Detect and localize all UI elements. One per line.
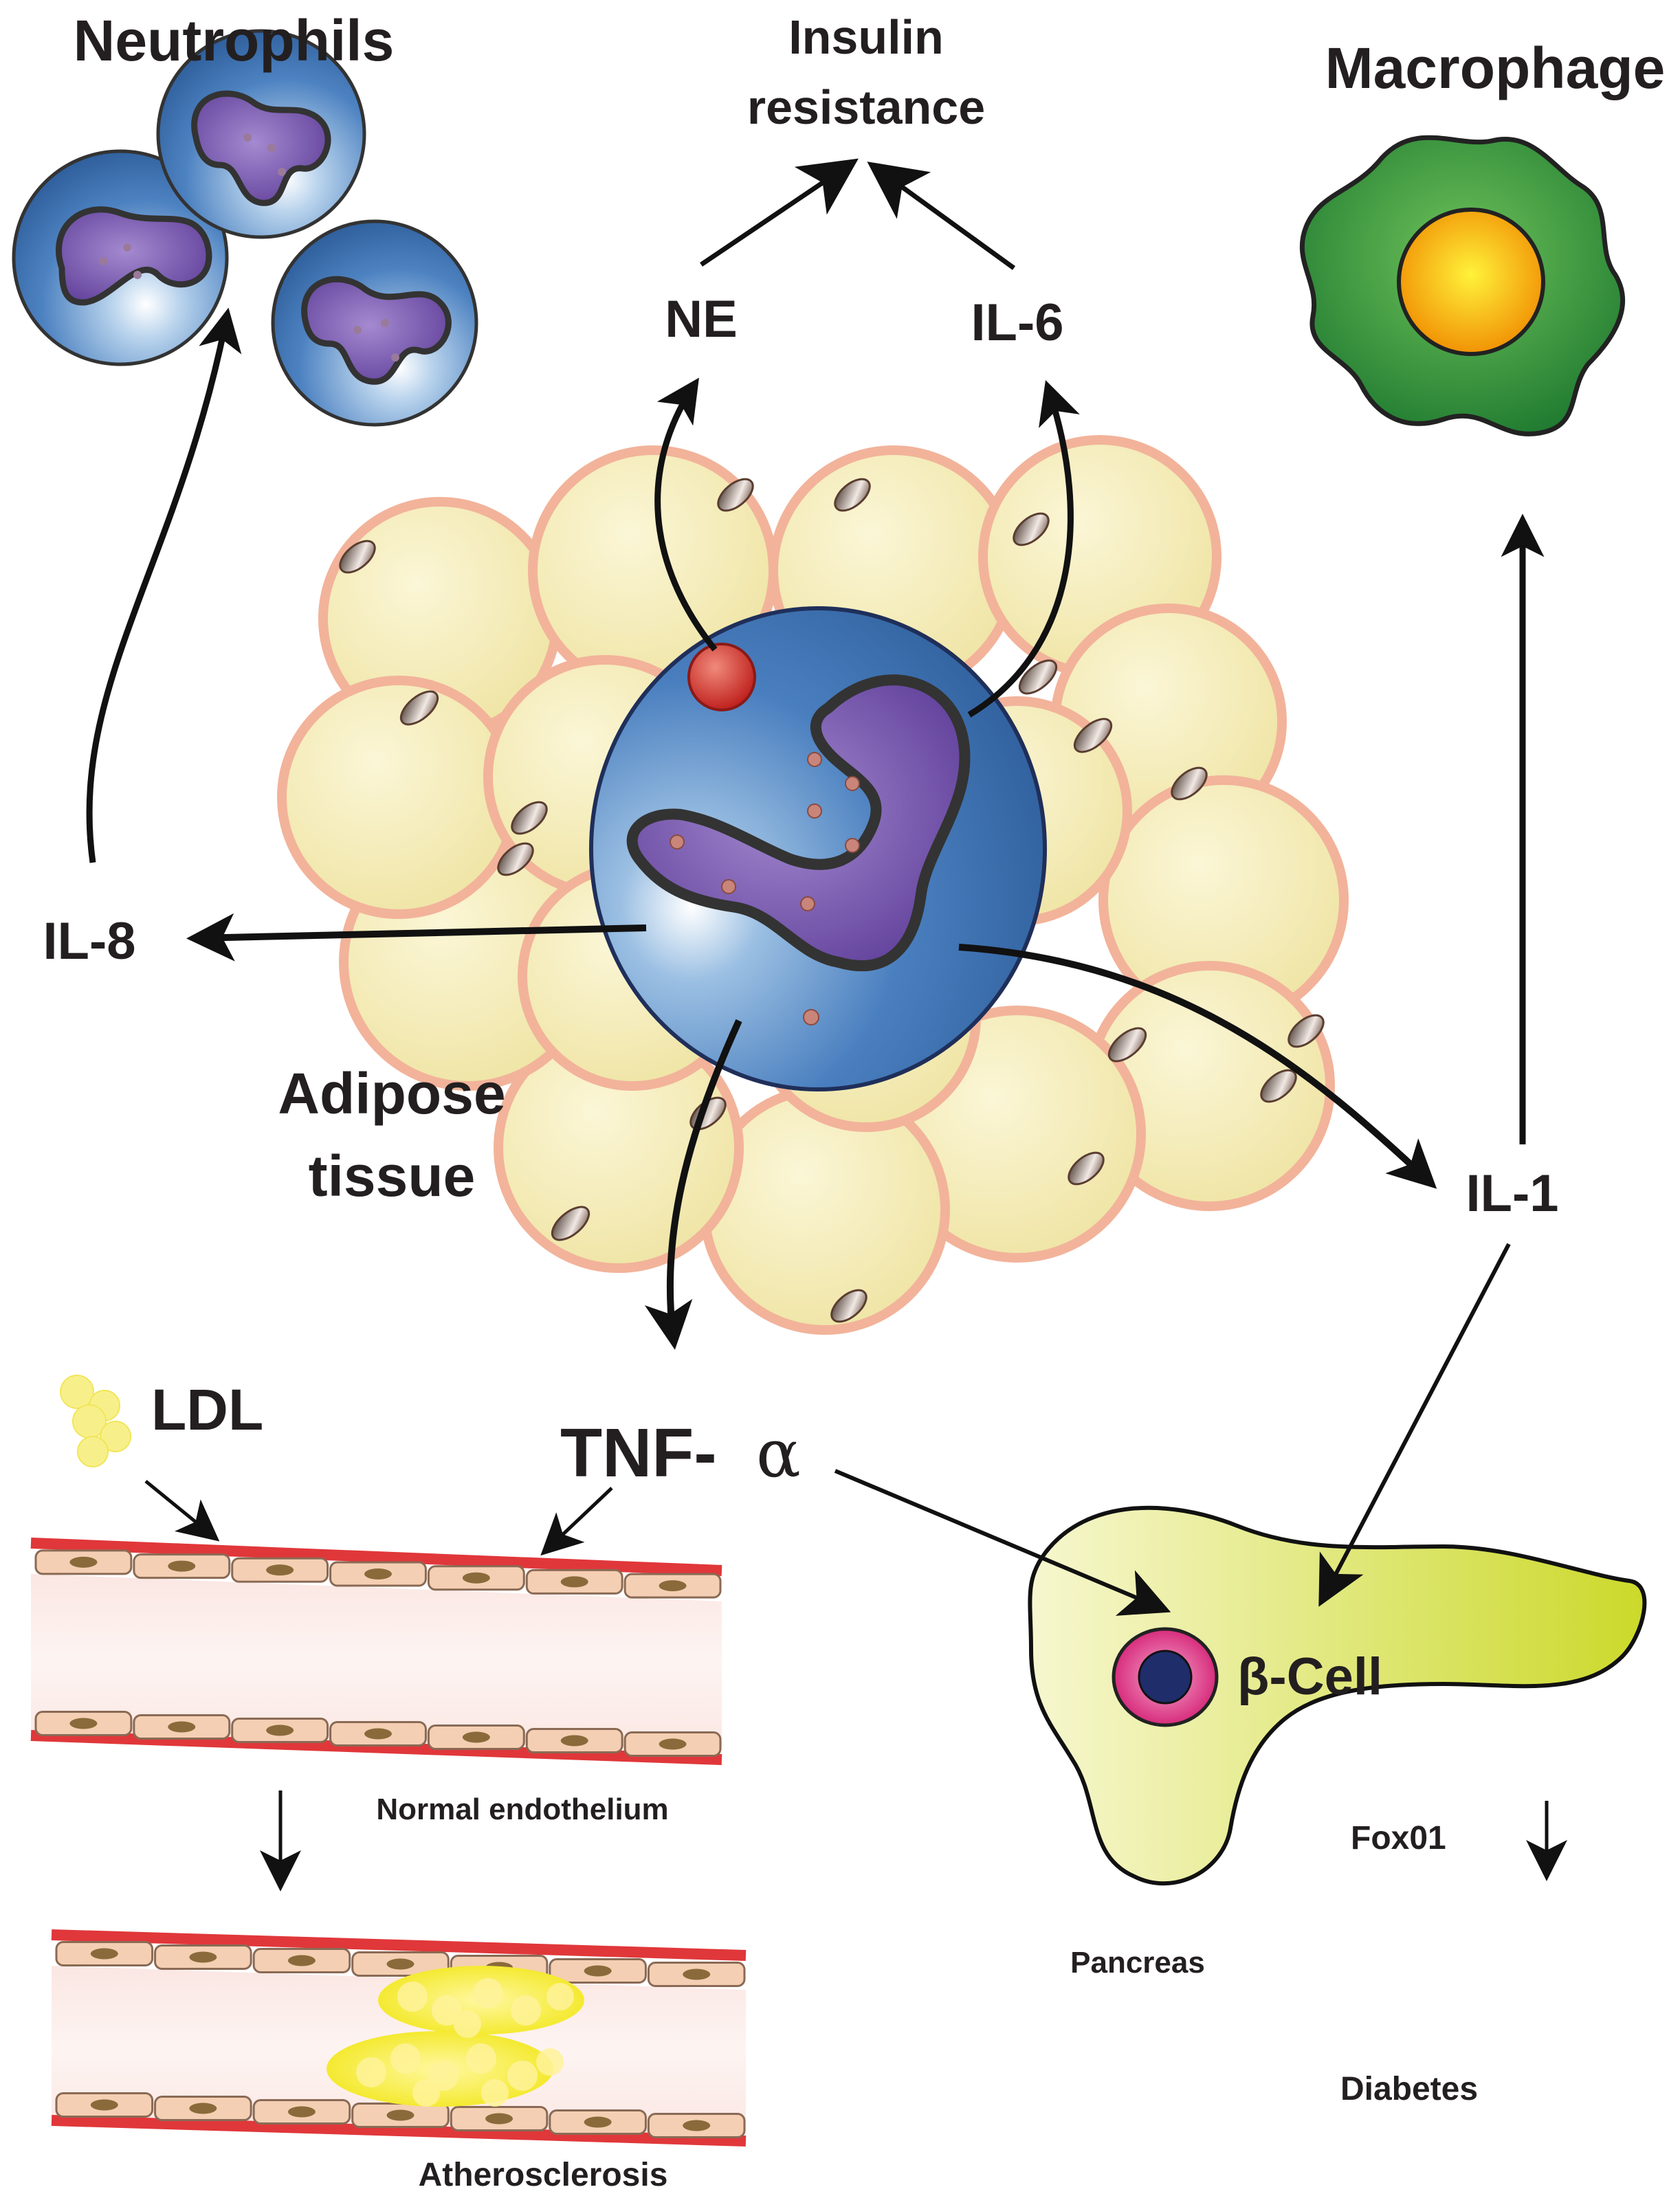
endothelial-cell-nucleus — [90, 1948, 118, 1960]
blood-vessel-icon — [30, 1538, 722, 1765]
macrophage-cell-icon — [1299, 135, 1626, 436]
neutrophil-cell-icon — [12, 149, 229, 366]
neutrophil-cell-icon — [589, 606, 1047, 1091]
endothelial-cell-nucleus — [386, 2109, 415, 2121]
endothelial-cell-nucleus — [287, 2106, 316, 2118]
endothelial-cell-nucleus — [659, 1738, 687, 1750]
endothelial-cell-nucleus — [584, 1965, 612, 1977]
endothelial-cell-nucleus — [462, 1731, 490, 1743]
label-ldl: LDL — [151, 1377, 263, 1442]
endothelial-cell-nucleus — [683, 2120, 711, 2131]
label-tnf: TNF- — [560, 1415, 717, 1491]
endothelial-cell-nucleus — [485, 2113, 513, 2125]
arrow-il8-to-neutrophils — [86, 307, 242, 863]
endothelial-cell-nucleus — [266, 1564, 294, 1576]
label-il6: IL-6 — [971, 293, 1063, 352]
endothelial-cell-nucleus — [168, 1721, 196, 1733]
arrow-neutrophil-to-il1 — [958, 944, 1437, 1189]
endothelial-cell-nucleus — [266, 1724, 294, 1736]
endothelial-cell-nucleus — [560, 1576, 588, 1588]
arrow-granule-to-ne — [654, 377, 718, 652]
beta-cell-icon — [1112, 1627, 1219, 1727]
arrow-neutrophil-to-tnf — [644, 1019, 742, 1350]
endothelial-cell-nucleus — [462, 1572, 490, 1584]
endothelial-cell-nucleus — [659, 1580, 687, 1592]
endothelial-cell-nucleus — [683, 1968, 711, 1980]
endothelial-cell-nucleus — [287, 1955, 316, 1966]
label-alpha: α — [756, 1415, 801, 1492]
arrow-tnf-to-beta-cell — [834, 1469, 1171, 1616]
endothelial-cell-nucleus — [69, 1718, 98, 1729]
label-normal-endothelium: Normal endothelium — [376, 1793, 668, 1826]
arrow-ldl-to-vessel — [144, 1480, 220, 1542]
endothelial-cell-nucleus — [386, 1958, 415, 1970]
arrow-ne-to-insulin — [700, 158, 859, 267]
arrow-neutrophil-to-il8 — [186, 913, 647, 962]
pancreas-icon — [1028, 1505, 1647, 1886]
label-atherosclerosis: Atherosclerosis — [419, 2157, 668, 2193]
neutrophil-cell-icon — [156, 29, 366, 239]
label-pancreas: Pancreas — [1070, 1946, 1205, 1979]
arrow-neutrophil-to-il6 — [967, 380, 1080, 718]
label-diabetes: Diabetes — [1340, 2071, 1478, 2107]
endothelial-cell-nucleus — [69, 1556, 98, 1568]
label-adipose-line2: tissue — [309, 1144, 476, 1208]
label-il8: IL-8 — [43, 912, 135, 971]
endothelial-cell-nucleus — [189, 2103, 217, 2114]
endothelial-cell-nucleus — [584, 2116, 612, 2128]
ldl-particle-icon — [60, 1375, 131, 1467]
label-neutrophils: Neutrophils — [74, 8, 395, 73]
endothelial-cell-nucleus — [560, 1735, 588, 1746]
label-il1: IL-1 — [1466, 1164, 1558, 1223]
arrow-il6-to-insulin — [867, 162, 1016, 270]
label-ne: NE — [665, 290, 738, 348]
arrow-tnf-to-vessel — [540, 1487, 613, 1556]
neutrophils-group-icon — [12, 29, 478, 427]
label-macrophage: Macrophage — [1325, 36, 1666, 100]
label-insulin-line1: Insulin — [788, 10, 944, 64]
endothelial-cell-nucleus — [364, 1728, 392, 1740]
label-beta-cell: β-Cell — [1237, 1648, 1382, 1706]
arrow-il1-to-beta-cell — [1318, 1243, 1511, 1607]
endothelial-cell-nucleus — [90, 2099, 118, 2111]
endothelial-cell-nucleus — [364, 1568, 392, 1579]
arrows-layer — [86, 158, 1567, 1892]
label-fox01: Fox01 — [1351, 1820, 1446, 1856]
neutrophil-cell-icon — [271, 219, 478, 427]
endothelial-cell-nucleus — [189, 1951, 217, 1963]
label-insulin-line2: resistance — [747, 80, 985, 134]
blood-vessel-icon — [51, 1929, 747, 2147]
label-adipose-line1: Adipose — [278, 1061, 505, 1126]
endothelial-cell-nucleus — [168, 1560, 196, 1572]
